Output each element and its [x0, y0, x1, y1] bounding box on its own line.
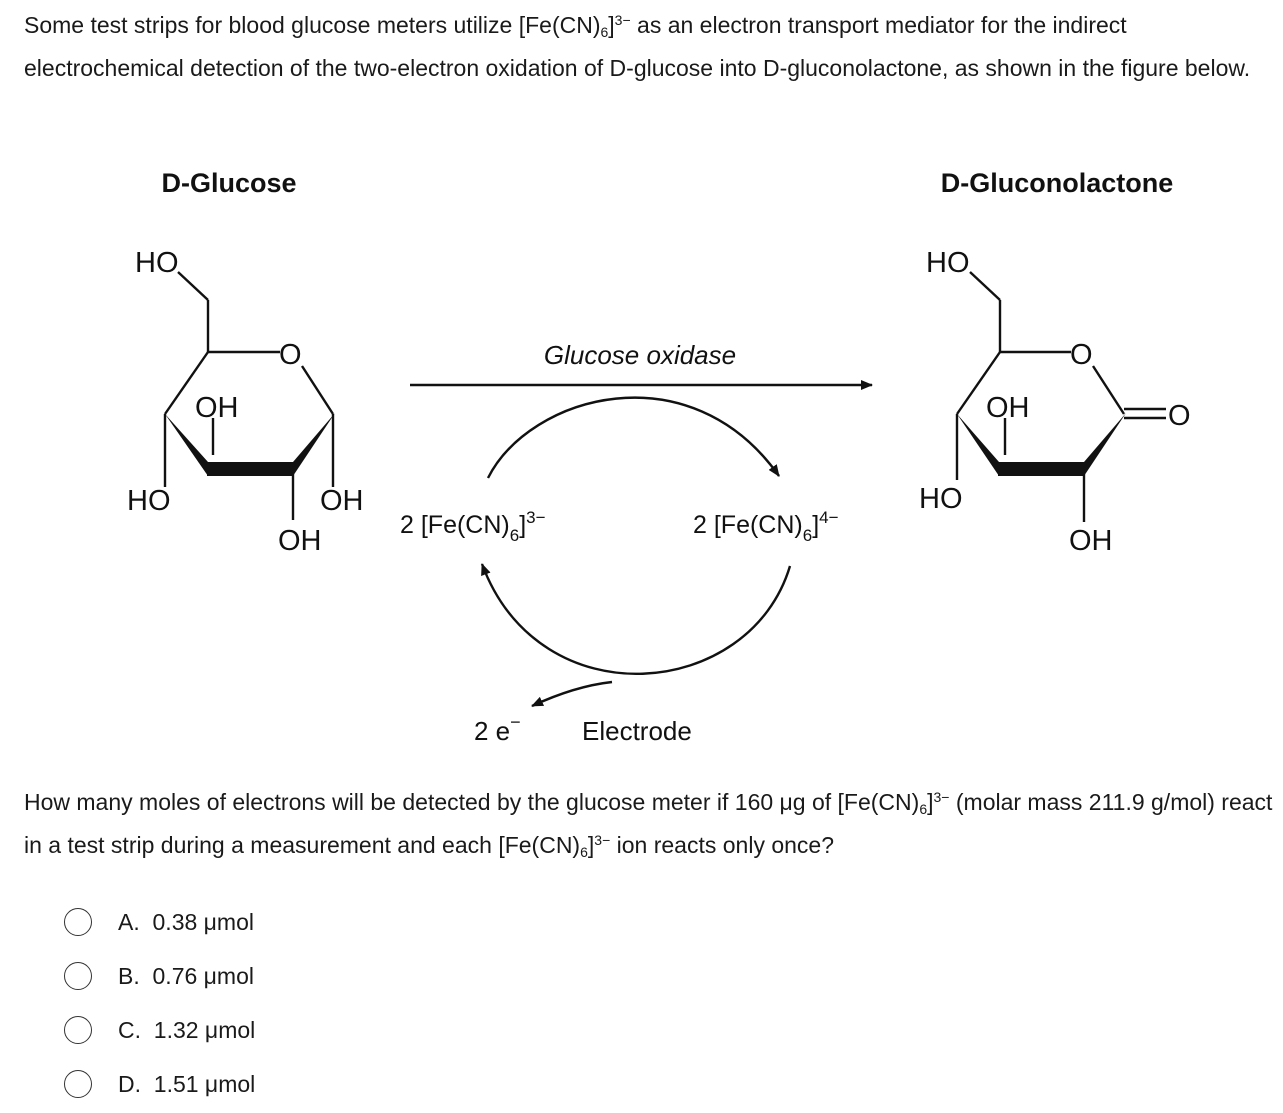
glucose-label-top-ho: HO [135, 247, 179, 279]
product-label-top-ho: HO [926, 247, 970, 279]
option-a-label: A. 0.38 μmol [118, 908, 254, 935]
glucose-ring-bold-bottom [207, 462, 293, 476]
glucose-label-oh-inner: OH [195, 392, 239, 424]
prompt-superscript-1: 3− [933, 789, 950, 805]
radio-button-b[interactable] [64, 962, 92, 990]
cycle-arc-top [486, 396, 780, 479]
prompt-text-5: ion reacts only once? [610, 832, 834, 858]
prompt-text-2: ] [927, 789, 934, 815]
product-ring-bold-bottom [998, 462, 1084, 476]
enzyme-label: Glucose oxidase [544, 340, 736, 370]
radio-button-c[interactable] [64, 1016, 92, 1044]
option-a[interactable]: A. 0.38 μmol [64, 903, 324, 941]
product-label-carbonyl-o: O [1168, 400, 1191, 432]
cycle-arc-bottom [480, 563, 792, 676]
intro-text-3: as an electron transport mediator for th… [24, 12, 1251, 81]
product-label-ho-left: HO [919, 483, 963, 515]
intro-subscript: 6 [600, 24, 609, 40]
electrode-label: Electrode [582, 716, 692, 746]
prompt-text-3: (molar mass 211.9 g/mol) react in a test… [24, 789, 1273, 858]
reaction-figure: D-Glucose D-Gluconolactone HO O OH HO OH… [127, 168, 1191, 746]
prompt-text-4: ] [587, 832, 595, 858]
intro-superscript: 3− [614, 12, 631, 28]
option-d[interactable]: D. 1.51 μmol [64, 1065, 324, 1103]
product-label-ring-o: O [1070, 339, 1093, 371]
glucose-label-ho-left: HO [127, 485, 171, 517]
product-structure [955, 271, 1166, 522]
option-c-label: C. 1.32 μmol [118, 1016, 256, 1043]
question-prompt: How many moles of electrons will be dete… [24, 781, 1283, 867]
product-title: D-Gluconolactone [941, 168, 1174, 198]
prompt-superscript-2: 3− [594, 832, 611, 848]
glucose-structure [163, 271, 335, 520]
product-ring-wedge-right [1084, 413, 1126, 476]
glucose-title: D-Glucose [161, 168, 296, 198]
intro-text-1: Some test strips for blood glucose meter… [24, 12, 601, 38]
product-label-oh-inner: OH [986, 392, 1030, 424]
electron-arrow [531, 680, 613, 708]
product-ring-wedge-left [957, 414, 999, 476]
electrons-label: 2 e− [474, 712, 521, 746]
prompt-subscript-2: 6 [580, 844, 588, 860]
radio-button-a[interactable] [64, 908, 92, 936]
option-b-label: B. 0.76 μmol [118, 962, 254, 989]
glucose-label-oh-bottom: OH [278, 525, 322, 557]
reduced-mediator-label: 2 [Fe(CN)6]4− [693, 508, 839, 545]
glucose-ring-wedge-left [165, 414, 208, 476]
prompt-subscript-1: 6 [919, 801, 928, 817]
option-c[interactable]: C. 1.32 μmol [64, 1011, 324, 1049]
product-label-oh-bottom: OH [1069, 525, 1113, 557]
glucose-label-oh-right: OH [320, 485, 364, 517]
glucose-label-ring-o: O [279, 339, 302, 371]
glucose-ring-wedge-right [293, 413, 335, 476]
oxidized-mediator-label: 2 [Fe(CN)6]3− [400, 508, 546, 545]
intro-text-2: ] [608, 12, 615, 38]
option-d-label: D. 1.51 μmol [118, 1070, 256, 1097]
option-b[interactable]: B. 0.76 μmol [64, 957, 324, 995]
prompt-text-1: How many moles of electrons will be dete… [24, 789, 920, 815]
radio-button-d[interactable] [64, 1070, 92, 1098]
question-intro: Some test strips for blood glucose meter… [24, 4, 1274, 90]
